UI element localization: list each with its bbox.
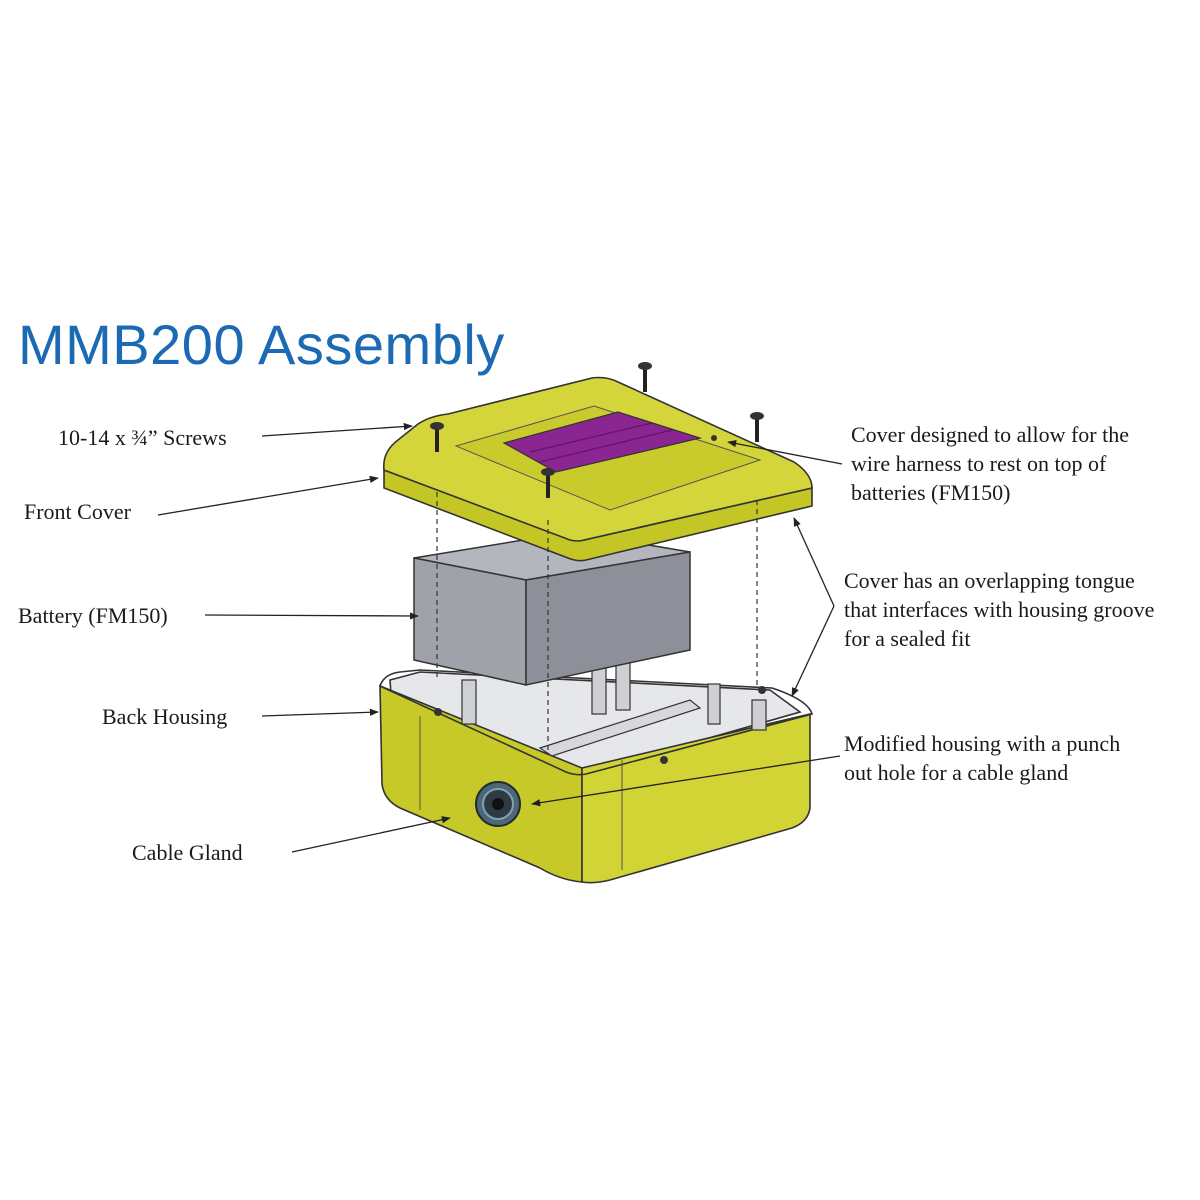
battery-fm150 [413, 531, 691, 686]
label-battery: Battery (FM150) [18, 603, 168, 628]
note-housing-mod: Modified housing with a punch out hole f… [844, 729, 1120, 787]
screw [541, 468, 555, 498]
note-tongue: Cover has an overlapping tongue that int… [844, 566, 1154, 653]
note-line: for a sealed fit [844, 626, 971, 651]
leader-cable-gland [291, 816, 451, 853]
leader-tongue-lower [791, 605, 835, 697]
label-screws: 10-14 x ¾” Screws [58, 425, 227, 450]
label-front-cover: Front Cover [24, 499, 131, 524]
housing-left-wall [379, 684, 583, 883]
leader-front-cover [157, 475, 379, 516]
leader-cover-design [727, 439, 843, 465]
housing-rim [379, 669, 813, 776]
leader-screws [261, 422, 413, 437]
note-line: out hole for a cable gland [844, 760, 1069, 785]
housing-right-wall [581, 712, 811, 884]
cable-gland [475, 781, 521, 827]
leader-lines [157, 422, 843, 853]
leader-back-housing [261, 708, 379, 717]
leader-housing-mod [531, 755, 841, 807]
leader-battery [204, 612, 419, 620]
cover-label-pad [502, 411, 703, 473]
screw [638, 362, 652, 392]
note-line: batteries (FM150) [851, 480, 1011, 505]
note-cover-design: Cover designed to allow for the wire har… [851, 420, 1129, 507]
note-line: Modified housing with a punch [844, 731, 1121, 756]
leader-tongue-upper [793, 517, 835, 607]
battery-left-face [413, 557, 527, 686]
cover-skirt [383, 468, 813, 562]
battery-right-face [525, 551, 691, 686]
back-housing [379, 647, 813, 884]
front-cover [382, 376, 813, 562]
housing-divider [538, 699, 702, 757]
screw [430, 422, 444, 452]
screw [750, 412, 764, 442]
note-line: Cover designed to allow for the [851, 422, 1129, 447]
screws [430, 362, 764, 498]
note-line: that interfaces with housing groove [844, 597, 1155, 622]
note-line: Cover has an overlapping tongue [844, 568, 1135, 593]
page-title: MMB200 Assembly [18, 313, 505, 376]
note-line: wire harness to rest on top of [851, 451, 1107, 476]
label-back-housing: Back Housing [102, 704, 228, 729]
label-cable-gland: Cable Gland [132, 840, 243, 865]
alignment-lines [436, 492, 758, 750]
